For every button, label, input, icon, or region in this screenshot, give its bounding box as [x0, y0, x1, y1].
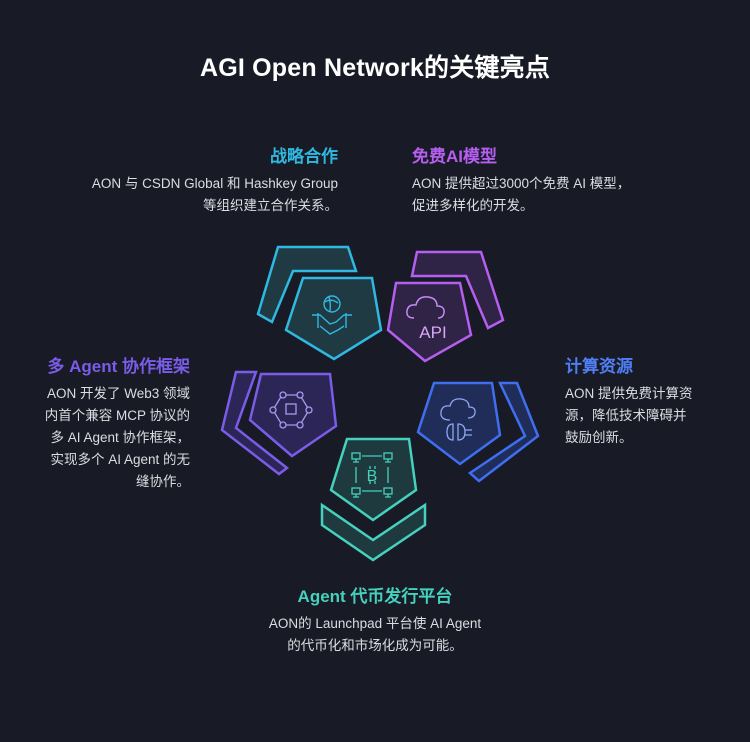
description-line: 促进多样化的开发。 — [412, 198, 534, 213]
description-line: AON 提供免费计算资 — [565, 386, 693, 401]
multi-agent-chevron — [220, 370, 290, 476]
description-line: AON的 Launchpad 平台使 AI Agent — [268, 616, 482, 631]
partnership-heading: 战略合作 — [270, 147, 338, 166]
multi-agent-heading: 多 Agent 协作框架 — [47, 357, 190, 376]
highlight-partnership: 战略合作 AON 与 CSDN Global 和 Hashkey Group 等… — [40, 142, 338, 217]
highlight-token-platform: Agent 代币发行平台 AON的 Launchpad 平台使 AI Agent… — [175, 582, 575, 657]
highlight-compute: 计算资源 AON 提供免费计算资 源，降低技术障碍并 鼓励创新。 — [565, 352, 735, 449]
partnership-shape — [256, 245, 383, 361]
cloud-api-icon: API — [406, 296, 447, 342]
description-line: 源，降低技术障碍并 — [565, 408, 687, 423]
bitcoin-network-icon: B — [351, 452, 393, 498]
compute-description: AON 提供免费计算资 源，降低技术障碍并 鼓励创新。 — [565, 383, 735, 449]
highlight-multi-agent: 多 Agent 协作框架 AON 开发了 Web3 领域 内首个兼容 MCP 协… — [10, 352, 190, 493]
free-models-description: AON 提供超过3000个免费 AI 模型， 促进多样化的开发。 — [412, 173, 712, 217]
description-line: 内首个兼容 MCP 协议的 — [44, 408, 190, 423]
handshake-globe-icon — [312, 295, 352, 335]
multi-agent-shape — [220, 370, 338, 476]
free-models-chevron — [410, 250, 505, 330]
token-platform-chevron — [320, 502, 427, 562]
multi-agent-description: AON 开发了 Web3 领域 内首个兼容 MCP 协议的 多 AI Agent… — [10, 383, 190, 493]
description-line: AON 开发了 Web3 领域 — [46, 386, 190, 401]
description-line: AON 提供超过3000个免费 AI 模型， — [412, 176, 631, 191]
compute-chevron — [467, 381, 540, 483]
network-hub-icon — [269, 391, 313, 429]
free-models-pentagon — [386, 281, 473, 363]
free-models-shape: API — [386, 250, 505, 363]
token-platform-shape: B — [320, 437, 427, 562]
description-line: 多 AI Agent 协作框架， — [50, 430, 190, 445]
description-line: 实现多个 AI Agent 的无 — [50, 452, 190, 467]
partnership-chevron — [256, 245, 358, 324]
description-line: 等组织建立合作关系。 — [203, 198, 338, 213]
page-title: AGI Open Network的关键亮点 — [199, 54, 551, 82]
bitcoin-symbol: B — [367, 468, 378, 485]
description-line: 缝协作。 — [136, 474, 190, 489]
partnership-description: AON 与 CSDN Global 和 Hashkey Group 等组织建立合… — [40, 173, 338, 217]
free-models-heading: 免费AI模型 — [412, 147, 497, 166]
compute-shape — [416, 381, 540, 483]
description-line: 鼓励创新。 — [565, 430, 633, 445]
cloud-plug-icon — [440, 398, 476, 441]
partnership-pentagon — [284, 276, 383, 361]
token-platform-description: AON的 Launchpad 平台使 AI Agent 的代币化和市场化成为可能… — [175, 613, 575, 657]
description-line: 的代币化和市场化成为可能。 — [287, 638, 463, 653]
api-label: API — [419, 323, 446, 342]
description-line: AON 与 CSDN Global 和 Hashkey Group — [91, 176, 338, 191]
multi-agent-pentagon — [248, 372, 338, 458]
token-platform-heading: Agent 代币发行平台 — [297, 587, 453, 606]
compute-heading: 计算资源 — [565, 357, 633, 376]
highlight-free-models: 免费AI模型 AON 提供超过3000个免费 AI 模型， 促进多样化的开发。 — [412, 142, 712, 217]
